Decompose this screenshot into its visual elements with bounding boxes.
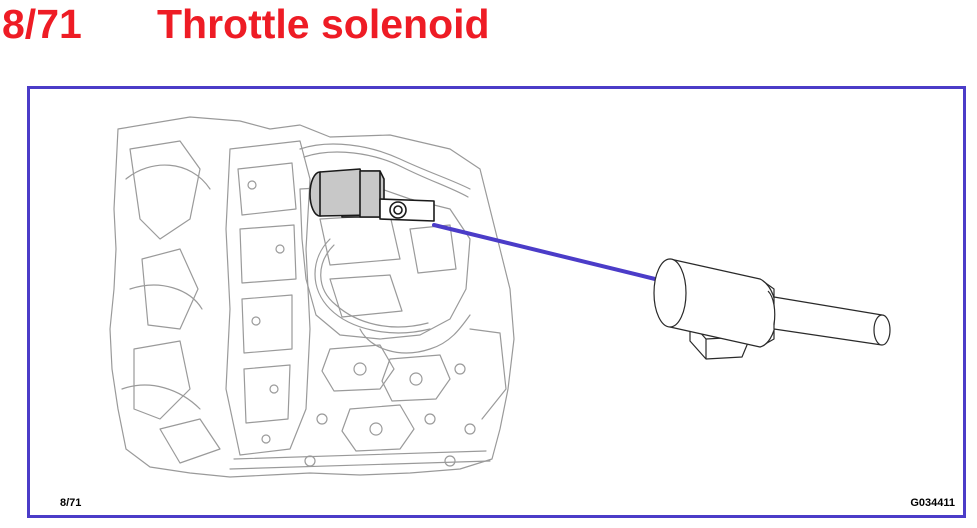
- slide-number: 8/71: [2, 1, 82, 47]
- slide-title: Throttle solenoid: [157, 1, 490, 47]
- transmission-illustration: [109, 116, 891, 478]
- installed-throttle-solenoid: [309, 168, 435, 222]
- figure-page-reference: 8/71: [60, 497, 82, 509]
- valve-body-assembly-drawing: [109, 116, 515, 478]
- slide-header: 8/71 Throttle solenoid: [0, 0, 977, 60]
- detail-throttle-solenoid: [653, 258, 891, 360]
- figure-code: G034411: [910, 497, 955, 509]
- pointer-line: [432, 223, 657, 281]
- figure-frame: 8/71 G034411: [27, 86, 966, 518]
